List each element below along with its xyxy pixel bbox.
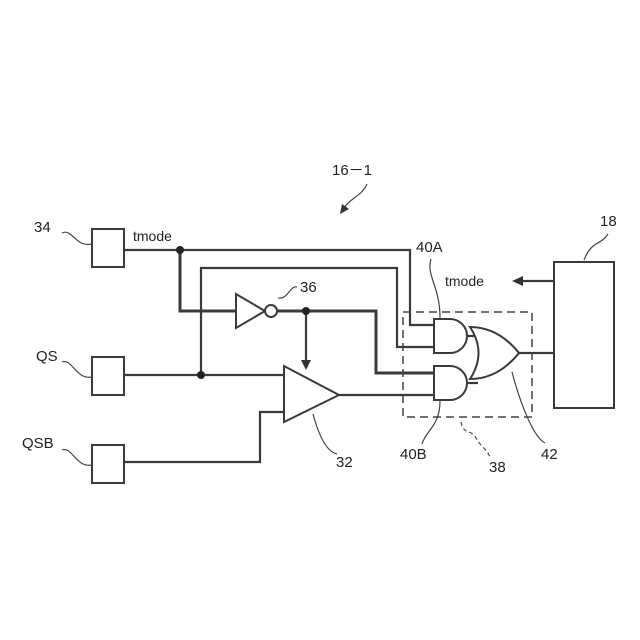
selector-38-box — [403, 312, 532, 417]
leader-and-gate-40a — [430, 259, 440, 318]
inverter-36-bubble — [265, 305, 277, 317]
label-inverter-36: 36 — [300, 279, 317, 296]
figure-label: 16－1 — [332, 162, 372, 179]
figure-label-arrow — [344, 184, 367, 208]
leader-terminal-qsb — [62, 450, 92, 466]
junction-tmode — [176, 246, 184, 254]
and-gate-40b — [434, 366, 467, 400]
label-and-gate-40a: 40A — [416, 239, 443, 256]
label-tmode-output: tmode — [445, 273, 484, 289]
leader-or-gate-42 — [512, 372, 545, 443]
inverter-36 — [236, 294, 265, 328]
terminal-qsb — [92, 445, 124, 483]
figure-label-arrowhead — [340, 204, 349, 214]
wire-qsb-to-comparator — [124, 412, 284, 462]
terminal-34 — [92, 229, 124, 267]
label-and-gate-40b: 40B — [400, 446, 427, 463]
leader-block-18 — [584, 234, 608, 260]
label-block-18: 18 — [600, 213, 617, 230]
leader-selector-38 — [461, 422, 490, 457]
comparator-enable-arrowhead — [301, 360, 311, 370]
label-terminal-qs: QS — [36, 348, 58, 365]
and-gate-40a — [434, 319, 467, 353]
label-tmode-input: tmode — [133, 228, 172, 244]
label-or-gate-42: 42 — [541, 446, 558, 463]
terminal-qs — [92, 357, 124, 395]
label-terminal-qsb: QSB — [22, 435, 54, 452]
block-18 — [554, 262, 614, 408]
label-terminal-34: 34 — [34, 219, 51, 236]
label-selector-38: 38 — [489, 459, 506, 476]
or-gate-42 — [470, 327, 519, 379]
wire-tmode-to-inverter — [180, 250, 236, 311]
junction-inverter-out — [302, 307, 310, 315]
leader-comparator-32 — [313, 414, 337, 454]
leader-terminal-qs — [62, 362, 92, 378]
leader-terminal-34 — [62, 232, 92, 244]
wire-tmode-to-40a — [124, 250, 434, 325]
tmode-output-arrowhead — [512, 276, 523, 286]
junction-qs — [197, 371, 205, 379]
leader-and-gate-40b — [422, 401, 440, 444]
comparator-32 — [284, 366, 339, 422]
leader-inverter-36 — [278, 287, 297, 298]
label-comparator-32: 32 — [336, 454, 353, 471]
